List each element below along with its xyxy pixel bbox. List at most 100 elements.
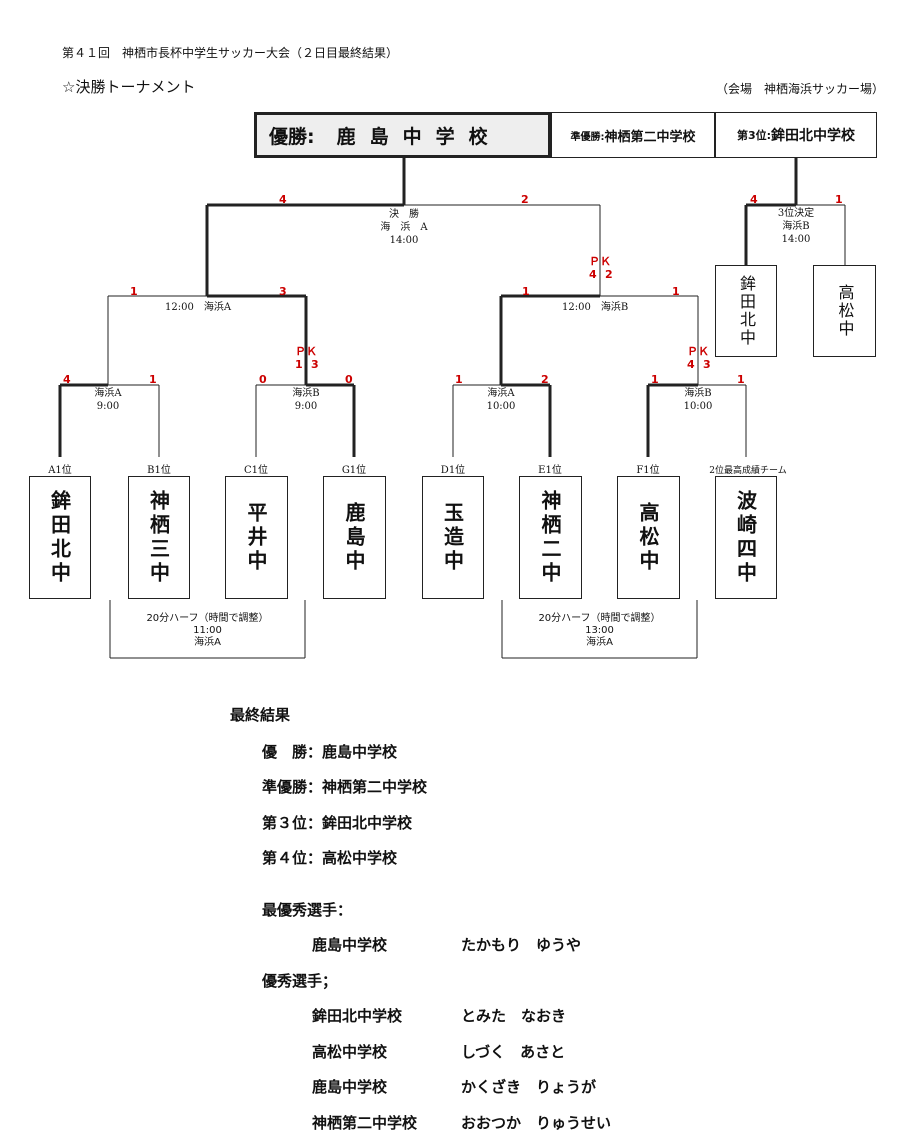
note-left-line: 20分ハーフ（時間で調整）	[146, 613, 269, 624]
qf4-pk-right: 3	[703, 358, 711, 371]
seed-label: G1位	[341, 465, 367, 476]
seed-label: E1位	[538, 465, 562, 476]
champion-name: 鹿島中学校	[336, 125, 502, 148]
final-title: 決 勝	[389, 209, 419, 220]
third-place-box: 第3位: 鉾田北中学校	[715, 112, 877, 158]
runner-up-label: 準優勝:	[570, 131, 605, 143]
note-left-line: 海浜A	[194, 637, 221, 648]
sf1-label: 12:00 海浜A	[165, 302, 232, 313]
seed-label: F1位	[636, 465, 660, 476]
qf4-venue: 海浜B	[684, 388, 712, 399]
third-match-time: 14:00	[781, 234, 811, 245]
excellent-school: 鉾田北中学校	[312, 1007, 403, 1025]
result-line: 優 勝：鹿島中学校	[262, 743, 398, 761]
final-score-left: 4	[279, 193, 287, 206]
team-box: 鹿島中	[323, 476, 386, 599]
champion-box: 優勝: 鹿島中学校	[254, 112, 551, 158]
qf3-score-right: 2	[541, 373, 549, 386]
final-venue: 海 浜 A	[380, 222, 428, 233]
result-line: 第３位：鉾田北中学校	[262, 814, 413, 832]
note-right: 20分ハーフ（時間で調整） 13:00 海浜A	[502, 613, 697, 649]
team-box: 波崎四中	[715, 476, 777, 599]
excellent-school: 鹿島中学校	[312, 1078, 388, 1096]
team-box: 高松中	[617, 476, 680, 599]
excellent-heading: 優秀選手；	[262, 972, 338, 990]
runner-up-name: 神栖第二中学校	[604, 129, 696, 145]
qf1-score-left: 4	[63, 373, 71, 386]
result-line: 準優勝：神栖第二中学校	[262, 778, 428, 796]
event-title: 第４１回 神栖市長杯中学生サッカー大会（２日目最終結果）	[62, 46, 399, 60]
excellent-player: おおつか りゅうせい	[461, 1114, 612, 1132]
note-right-line: 13:00	[585, 625, 614, 636]
qf2-score-left: 0	[259, 373, 267, 386]
venue-label: （会場 神栖海浜サッカー場）	[716, 82, 885, 96]
third-score-left: 4	[750, 193, 758, 206]
qf1-time: 9:00	[96, 401, 120, 412]
sf2-score-right: 1	[672, 285, 680, 298]
final-score-right: 2	[521, 193, 529, 206]
qf4-pk-label: ＰＫ	[687, 345, 709, 358]
qf4-pk-left: 4	[687, 358, 695, 371]
sf2-pk-left: 4	[589, 268, 597, 281]
seed-label: A1位	[48, 465, 72, 476]
third-place-label: 第3位:	[736, 129, 772, 142]
qf3-score-left: 1	[455, 373, 463, 386]
seed-label: C1位	[243, 465, 268, 476]
third-team-left: 鉾田北中	[715, 265, 777, 357]
third-match-label: 3位決定 海浜B 14:00	[751, 207, 841, 246]
sf1-score-left: 1	[130, 285, 138, 298]
third-match-title: 3位決定	[777, 208, 815, 219]
champion-label: 優勝:	[269, 125, 315, 148]
team-box: 神栖二中	[519, 476, 582, 599]
sf1-score-right: 3	[279, 285, 287, 298]
qf3-time: 10:00	[486, 401, 516, 412]
qf2-venue: 海浜B	[292, 388, 320, 399]
team-box: 神栖三中	[128, 476, 190, 599]
sf2-label: 12:00 海浜B	[562, 302, 629, 313]
team-box: 玉造中	[422, 476, 484, 599]
note-left-line: 11:00	[193, 625, 222, 636]
note-right-line: 海浜A	[586, 637, 613, 648]
qf1-label: 海浜A 9:00	[63, 387, 153, 413]
note-right-line: 20分ハーフ（時間で調整）	[538, 613, 661, 624]
qf1-score-right: 1	[149, 373, 157, 386]
third-team-right: 高松中	[813, 265, 876, 357]
team-box: 鉾田北中	[29, 476, 91, 599]
qf4-score-right: 1	[737, 373, 745, 386]
sf2-score-left: 1	[522, 285, 530, 298]
seed-label: 2位最高成績チーム	[709, 466, 787, 476]
qf3-label: 海浜A 10:00	[456, 387, 546, 413]
qf2-pk-right: 3	[311, 358, 319, 371]
sf2-pk-right: 2	[605, 268, 613, 281]
sf2-pk-label: ＰＫ	[589, 255, 611, 268]
excellent-player: かくざき りょうが	[461, 1078, 597, 1096]
seed-label: D1位	[440, 465, 466, 476]
qf1-venue: 海浜A	[94, 388, 122, 399]
qf4-score-left: 1	[651, 373, 659, 386]
excellent-player: とみた なおき	[461, 1007, 567, 1025]
qf2-time: 9:00	[294, 401, 318, 412]
final-label: 決 勝 海 浜 A 14:00	[359, 208, 449, 247]
qf3-venue: 海浜A	[487, 388, 515, 399]
mvp-player: たかもり ゆうや	[461, 936, 582, 954]
result-line: 第４位：高松中学校	[262, 849, 398, 867]
qf4-label: 海浜B 10:00	[653, 387, 743, 413]
mvp-heading: 最優秀選手：	[262, 901, 353, 919]
excellent-player: しづく あさと	[461, 1043, 566, 1061]
third-match-venue: 海浜B	[782, 221, 810, 232]
third-place-name: 鉾田北中学校	[771, 128, 856, 144]
excellent-school: 高松中学校	[312, 1043, 388, 1061]
seed-label: B1位	[147, 465, 171, 476]
qf2-score-right: 0	[345, 373, 353, 386]
qf2-pk-left: 1	[295, 358, 303, 371]
qf4-time: 10:00	[683, 401, 713, 412]
bracket-lines	[58, 158, 846, 659]
team-box: 平井中	[225, 476, 288, 599]
mvp-school: 鹿島中学校	[312, 936, 388, 954]
section-title: ☆決勝トーナメント	[62, 78, 196, 96]
final-time: 14:00	[389, 235, 419, 246]
excellent-school: 神栖第二中学校	[312, 1114, 418, 1132]
qf2-label: 海浜B 9:00	[261, 387, 351, 413]
runner-up-box: 準優勝: 神栖第二中学校	[551, 112, 715, 158]
results-heading: 最終結果	[230, 706, 291, 724]
